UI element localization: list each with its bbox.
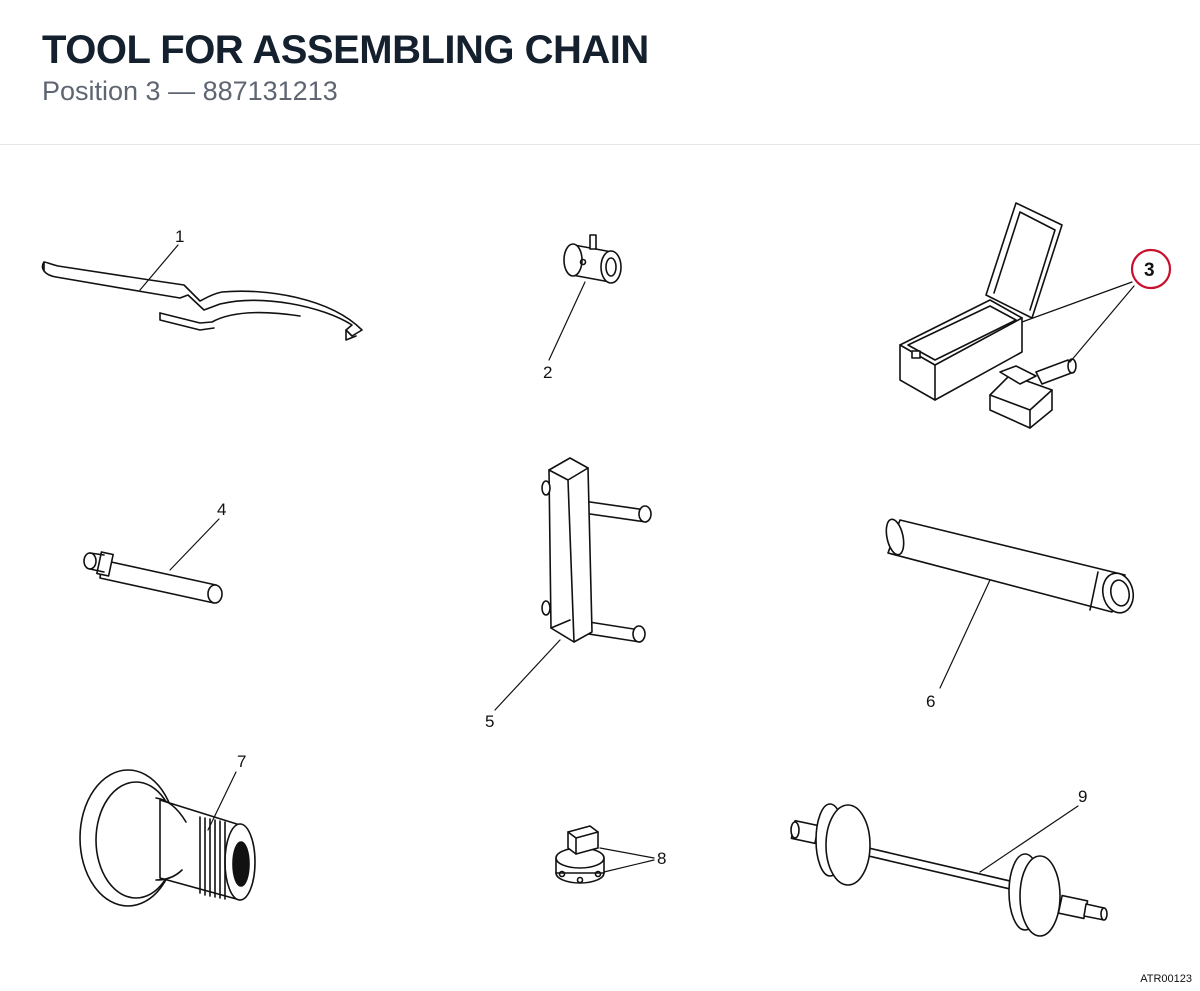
- leader-4: [169, 518, 220, 571]
- page-title: TOOL FOR ASSEMBLING CHAIN: [42, 28, 649, 72]
- callout-9: 9: [1078, 787, 1087, 806]
- part-5-fixture: [541, 457, 652, 643]
- leader-3a: [1021, 281, 1133, 323]
- leader-9: [979, 805, 1079, 873]
- leader-1: [139, 244, 179, 291]
- callout-6: 6: [926, 692, 935, 711]
- part-2-sleeve: [563, 234, 622, 284]
- leader-7: [207, 771, 237, 831]
- header: TOOL FOR ASSEMBLING CHAIN Position 3 — 8…: [0, 0, 1200, 145]
- part-8-adapter: [555, 825, 605, 884]
- callout-7: 7: [237, 752, 246, 771]
- leader-8b: [603, 859, 655, 873]
- part-3-tool-kit: [899, 202, 1077, 429]
- leader-5: [494, 639, 561, 711]
- leader-6: [939, 579, 991, 689]
- part-6-tube: [885, 518, 1135, 614]
- leader-2: [548, 281, 586, 361]
- callout-5: 5: [485, 712, 494, 731]
- part-7-threaded-flange: [79, 769, 256, 907]
- page-subtitle: Position 3 — 887131213: [42, 76, 338, 106]
- leader-3b: [1069, 285, 1135, 363]
- part-9-puller-rod: [790, 803, 1108, 937]
- callout-4: 4: [217, 500, 226, 519]
- leader-8a: [599, 847, 655, 859]
- callout-3: 3: [1144, 260, 1155, 281]
- callout-2: 2: [543, 363, 552, 382]
- callout-3-highlight-ring: [1130, 248, 1172, 290]
- callout-8: 8: [657, 849, 666, 868]
- drawing-code: ATR00123: [1140, 973, 1192, 985]
- part-4-pin: [83, 551, 223, 604]
- callout-1: 1: [175, 227, 184, 246]
- part-1-hook-spanner: [41, 261, 363, 341]
